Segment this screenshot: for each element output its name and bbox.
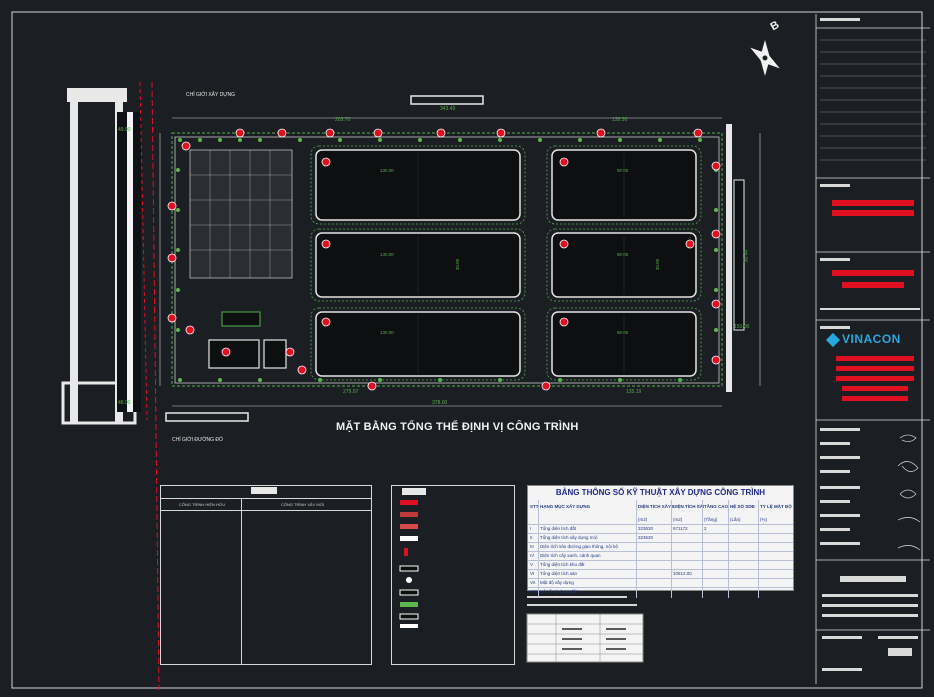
table-header-cell: TỶ LỆ MẬT ĐỘ <box>760 504 792 509</box>
notes-tag <box>251 487 277 494</box>
notes-col1-header: CÔNG TRÌNH HIỆN HỮU <box>179 502 226 507</box>
company-logo: VINACON <box>825 332 901 347</box>
table-header-cell: HẠNG MỤC XÂY DỰNG <box>540 504 591 509</box>
warehouse-dim: 90.00 <box>617 168 629 173</box>
dim-bottom-right: 135.19 <box>626 389 642 395</box>
table-cell: VIII <box>530 589 537 594</box>
dim-bottom-total: 378.00 <box>432 400 448 406</box>
table-cell: 2 <box>704 526 707 531</box>
table-cell: Diện tích cây xanh, cảnh quan <box>540 553 601 558</box>
technical-spec-table: BẢNG THÔNG SỐ KỸ THUẬT XÂY DỰNG CÔNG TRÌ… <box>527 485 794 598</box>
dim-left-lower: 48.00 <box>118 400 131 406</box>
table-header-cell: TẦNG CAO <box>704 504 728 509</box>
table-unit-cell: (%) <box>760 517 767 522</box>
label-construction-boundary: CHỈ GIỚI XÂY DỰNG <box>186 92 236 98</box>
table-unit-cell: (m2) <box>638 517 648 522</box>
warehouse-dim: 130.00 <box>380 330 394 335</box>
table-header-cell: HỆ SỐ SDĐ <box>730 504 755 509</box>
table-cell: Hệ số sử dụng đất <box>540 589 578 594</box>
notes-col2-header: CÔNG TRÌNH XÂY MỚI <box>281 502 325 507</box>
warehouse-dim: 90.00 <box>617 330 629 335</box>
table-cell: VI <box>530 571 535 576</box>
warehouse-dim: 130.00 <box>380 168 394 173</box>
table-cell: Tổng diện tích xây dựng mới <box>540 535 598 540</box>
dim-top-right: 135.30 <box>612 117 628 123</box>
dim-left-side: 49.90 <box>118 127 131 133</box>
warehouse-dim: 130.00 <box>380 252 394 257</box>
table-cell: III <box>530 544 534 549</box>
logo-text: VINACON <box>842 332 901 346</box>
table-cell: 323630 <box>638 526 654 531</box>
table-cell: Tổng diện tích đất <box>540 526 577 531</box>
dim-right-side: 30.40 <box>743 249 750 263</box>
table-cell: 323630 <box>638 535 654 540</box>
table-cell: 10612.00 <box>673 571 692 576</box>
table-unit-cell: (m2) <box>673 517 683 522</box>
table-cell: I <box>530 526 532 531</box>
warehouse-dim: 90.00 <box>617 252 629 257</box>
table-cell: VII <box>530 580 536 585</box>
table-cell: Tổng diện tích sàn <box>540 571 578 576</box>
table-cell: Diện tích sân đường giao thông, nội bộ <box>540 544 619 549</box>
table-unit-cell: (Lần) <box>730 517 741 522</box>
table-title: BẢNG THÔNG SỐ KỸ THUẬT XÂY DỰNG CÔNG TRÌ… <box>555 488 766 497</box>
dim-right-lower: 150.00 <box>734 324 750 330</box>
parking-area <box>189 149 293 279</box>
table-cell: Tổng diện tích khu đất <box>540 562 585 567</box>
table-header-cell: DIỆN TÍCH XÂY DỰNG <box>638 504 673 509</box>
warehouse-dim: 30.00 <box>655 258 661 271</box>
north-arrow <box>750 40 780 76</box>
table-header-cell: STT <box>530 504 539 509</box>
table-cell: IV <box>530 553 535 558</box>
plan-title: MẶT BẰNG TỔNG THỂ ĐỊNH VỊ CÔNG TRÌNH <box>336 421 579 433</box>
table-cell: V <box>530 562 534 567</box>
dim-bottom-left: 279.07 <box>343 389 359 395</box>
table-cell: Mật độ xây dựng <box>540 580 574 585</box>
logo-icon <box>825 332 841 347</box>
warehouse-dim: 30.00 <box>455 258 461 271</box>
label-road-boundary: CHỈ GIỚI ĐƯỜNG ĐỎ <box>172 437 223 443</box>
gate-elevation-left <box>61 88 141 425</box>
notes-box: CÔNG TRÌNH HIỆN HỮU CÔNG TRÌNH XÂY MỚI <box>160 485 372 665</box>
table-header-cell: DIỆN TÍCH SÀN XD <box>673 504 704 509</box>
table-cell: II <box>530 535 533 540</box>
dim-top-total: 343.49 <box>440 106 456 112</box>
legend-box <box>391 485 515 665</box>
legend-tag <box>402 488 426 495</box>
dim-top-left: 203.70 <box>335 117 351 123</box>
table-cell: 971172 <box>673 526 688 531</box>
table-unit-cell: (Tầng) <box>704 517 718 522</box>
